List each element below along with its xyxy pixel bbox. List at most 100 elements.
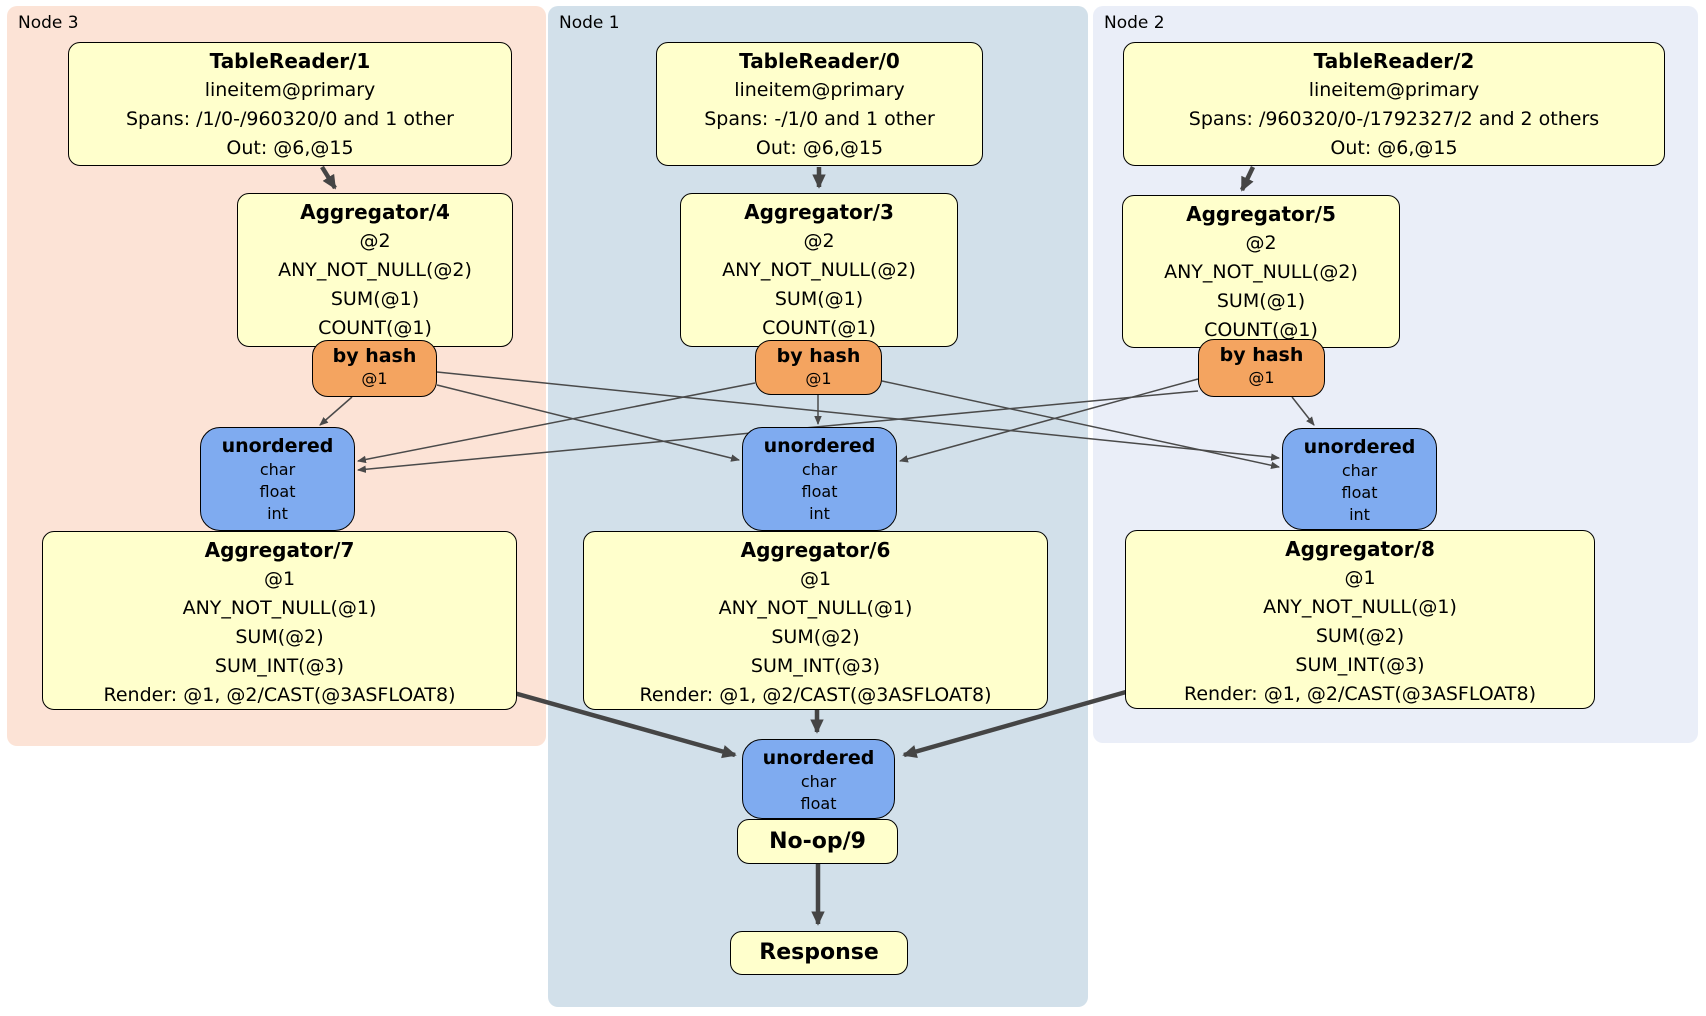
tablereader-0-box: TableReader/0 lineitem@primary Spans: -/… (656, 42, 983, 166)
sync-type: char (259, 460, 296, 479)
box-row: SUM_INT(@3) (1295, 654, 1425, 676)
box-row: @2 (1245, 232, 1277, 254)
box-title: TableReader/1 (209, 49, 371, 73)
box-title: No-op/9 (769, 828, 866, 854)
aggregator-7-box: Aggregator/7 @1 ANY_NOT_NULL(@1) SUM(@2)… (42, 531, 517, 710)
box-title: Aggregator/4 (300, 200, 450, 224)
box-title: TableReader/2 (1313, 49, 1475, 73)
edge-agg8-to-final-sync (902, 689, 1127, 759)
aggregator-3-box: Aggregator/3 @2 ANY_NOT_NULL(@2) SUM(@1)… (680, 193, 958, 347)
box-row: @1 (263, 568, 296, 590)
router-key: @1 (361, 369, 388, 388)
box-title: Response (759, 940, 879, 965)
router-title: by hash (332, 345, 417, 367)
sync-type: int (267, 504, 288, 523)
edge-hash3-to-sync2 (436, 371, 1281, 461)
box-row: @1 (799, 568, 832, 590)
sync-type: float (800, 794, 837, 813)
edge-agg7-to-final-sync (513, 690, 737, 759)
tablereader-1-box: TableReader/1 lineitem@primary Spans: /1… (68, 42, 512, 166)
edge-hash3-to-sync1 (436, 384, 741, 462)
by-hash-router-node1: by hash @1 (755, 340, 882, 395)
box-title: Aggregator/5 (1186, 202, 1336, 226)
unordered-sync-final: unordered char float (742, 739, 895, 819)
node2-panel-label: Node 2 (1104, 13, 1165, 33)
aggregator-4-box: Aggregator/4 @2 ANY_NOT_NULL(@2) SUM(@1)… (237, 193, 513, 347)
box-row: ANY_NOT_NULL(@2) (722, 259, 916, 281)
box-row: SUM(@1) (774, 288, 864, 310)
aggregator-6-box: Aggregator/6 @1 ANY_NOT_NULL(@1) SUM(@2)… (583, 531, 1048, 710)
box-row: SUM(@2) (1315, 625, 1405, 647)
sync-type: char (800, 772, 837, 791)
by-hash-router-node3: by hash @1 (312, 340, 437, 397)
box-row: SUM(@2) (235, 626, 324, 648)
box-title: Aggregator/8 (1285, 537, 1435, 561)
router-title: by hash (1219, 344, 1304, 366)
box-row: lineitem@primary (1308, 79, 1480, 101)
box-row: Spans: /960320/0-/1792327/2 and 2 others (1188, 108, 1600, 130)
box-row: SUM_INT(@3) (750, 655, 881, 677)
edge-hash2-to-sync2 (1291, 396, 1315, 426)
edge-hash3-to-sync3 (319, 396, 353, 426)
edge-tablereader2-to-agg5 (1239, 166, 1256, 192)
box-title: Aggregator/7 (204, 538, 355, 562)
box-title: Aggregator/3 (744, 200, 894, 224)
box-row: ANY_NOT_NULL(@1) (182, 597, 377, 619)
box-row: Spans: -/1/0 and 1 other (704, 108, 935, 130)
noop-9-box: No-op/9 (737, 819, 898, 864)
box-row: Render: @1, @2/CAST(@3ASFLOAT8) (639, 684, 992, 706)
box-row: Out: @6,@15 (226, 137, 354, 159)
box-row: SUM(@2) (771, 626, 860, 648)
box-row: SUM(@1) (330, 288, 420, 310)
box-title: TableReader/0 (739, 49, 900, 73)
unordered-sync-node3: unordered char float int (200, 427, 355, 531)
sync-type: float (801, 482, 838, 501)
box-row: SUM(@1) (1216, 290, 1306, 312)
router-title: by hash (776, 345, 861, 367)
box-row: Render: @1, @2/CAST(@3ASFLOAT8) (1184, 683, 1536, 705)
unordered-sync-node2: unordered char float int (1282, 428, 1437, 530)
box-row: Spans: /1/0-/960320/0 and 1 other (126, 108, 454, 130)
aggregator-8-box: Aggregator/8 @1 ANY_NOT_NULL(@1) SUM(@2)… (1125, 530, 1595, 709)
sync-type: int (809, 504, 830, 523)
box-row: SUM_INT(@3) (214, 655, 345, 677)
sync-title: unordered (1303, 436, 1416, 458)
box-row: lineitem@primary (204, 79, 376, 101)
tablereader-2-box: TableReader/2 lineitem@primary Spans: /9… (1123, 42, 1665, 166)
aggregator-5-box: Aggregator/5 @2 ANY_NOT_NULL(@2) SUM(@1)… (1122, 195, 1400, 348)
box-row: COUNT(@1) (762, 317, 876, 339)
sync-type: int (1349, 505, 1370, 524)
sync-title: unordered (762, 747, 875, 769)
box-row: lineitem@primary (734, 79, 905, 101)
box-row: Out: @6,@15 (755, 137, 884, 159)
node1-panel-label: Node 1 (559, 13, 620, 33)
box-row: ANY_NOT_NULL(@1) (1263, 596, 1457, 618)
edge-hash1-to-sync3 (356, 382, 756, 464)
node3-panel-label: Node 3 (18, 13, 79, 33)
box-row: ANY_NOT_NULL(@2) (1164, 261, 1358, 283)
sync-title: unordered (763, 435, 876, 457)
box-row: ANY_NOT_NULL(@2) (278, 259, 472, 281)
box-row: COUNT(@1) (318, 317, 432, 339)
edge-hash1-to-sync2 (881, 380, 1281, 469)
sync-type: float (259, 482, 296, 501)
by-hash-router-node2: by hash @1 (1198, 339, 1325, 397)
edge-hash2-to-sync1 (898, 378, 1199, 463)
response-box: Response (730, 931, 908, 975)
box-row: @1 (1344, 567, 1376, 589)
edge-tablereader1-to-agg4 (320, 165, 337, 190)
box-row: Render: @1, @2/CAST(@3ASFLOAT8) (103, 684, 456, 706)
router-key: @1 (1248, 368, 1275, 387)
unordered-sync-node1: unordered char float int (742, 427, 897, 531)
sync-type: float (1341, 483, 1378, 502)
sync-type: char (801, 460, 838, 479)
box-row: COUNT(@1) (1204, 319, 1318, 341)
router-key: @1 (805, 369, 832, 388)
box-row: Out: @6,@15 (1330, 137, 1458, 159)
box-row: ANY_NOT_NULL(@1) (718, 597, 913, 619)
box-row: @2 (359, 230, 391, 252)
sync-title: unordered (221, 435, 334, 457)
sync-type: char (1341, 461, 1378, 480)
